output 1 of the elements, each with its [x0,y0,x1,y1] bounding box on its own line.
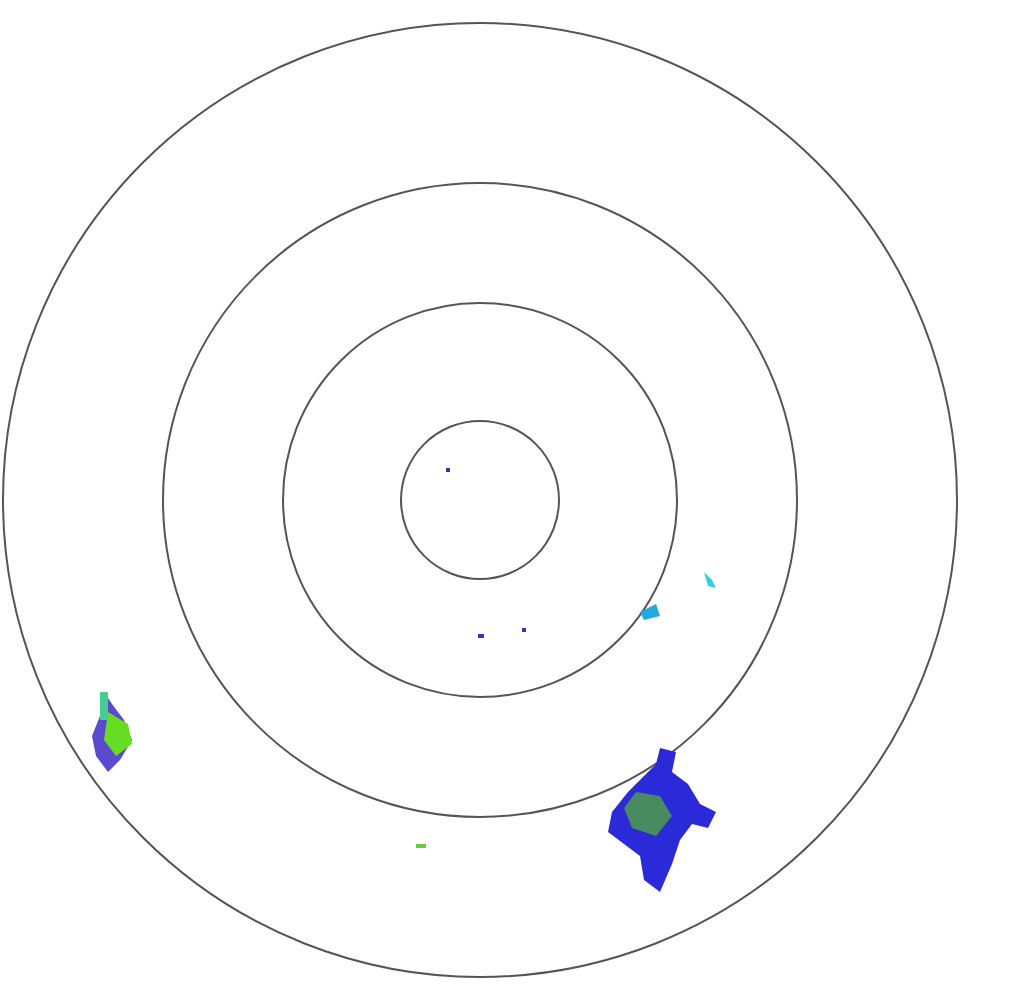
range-ring [400,420,560,580]
